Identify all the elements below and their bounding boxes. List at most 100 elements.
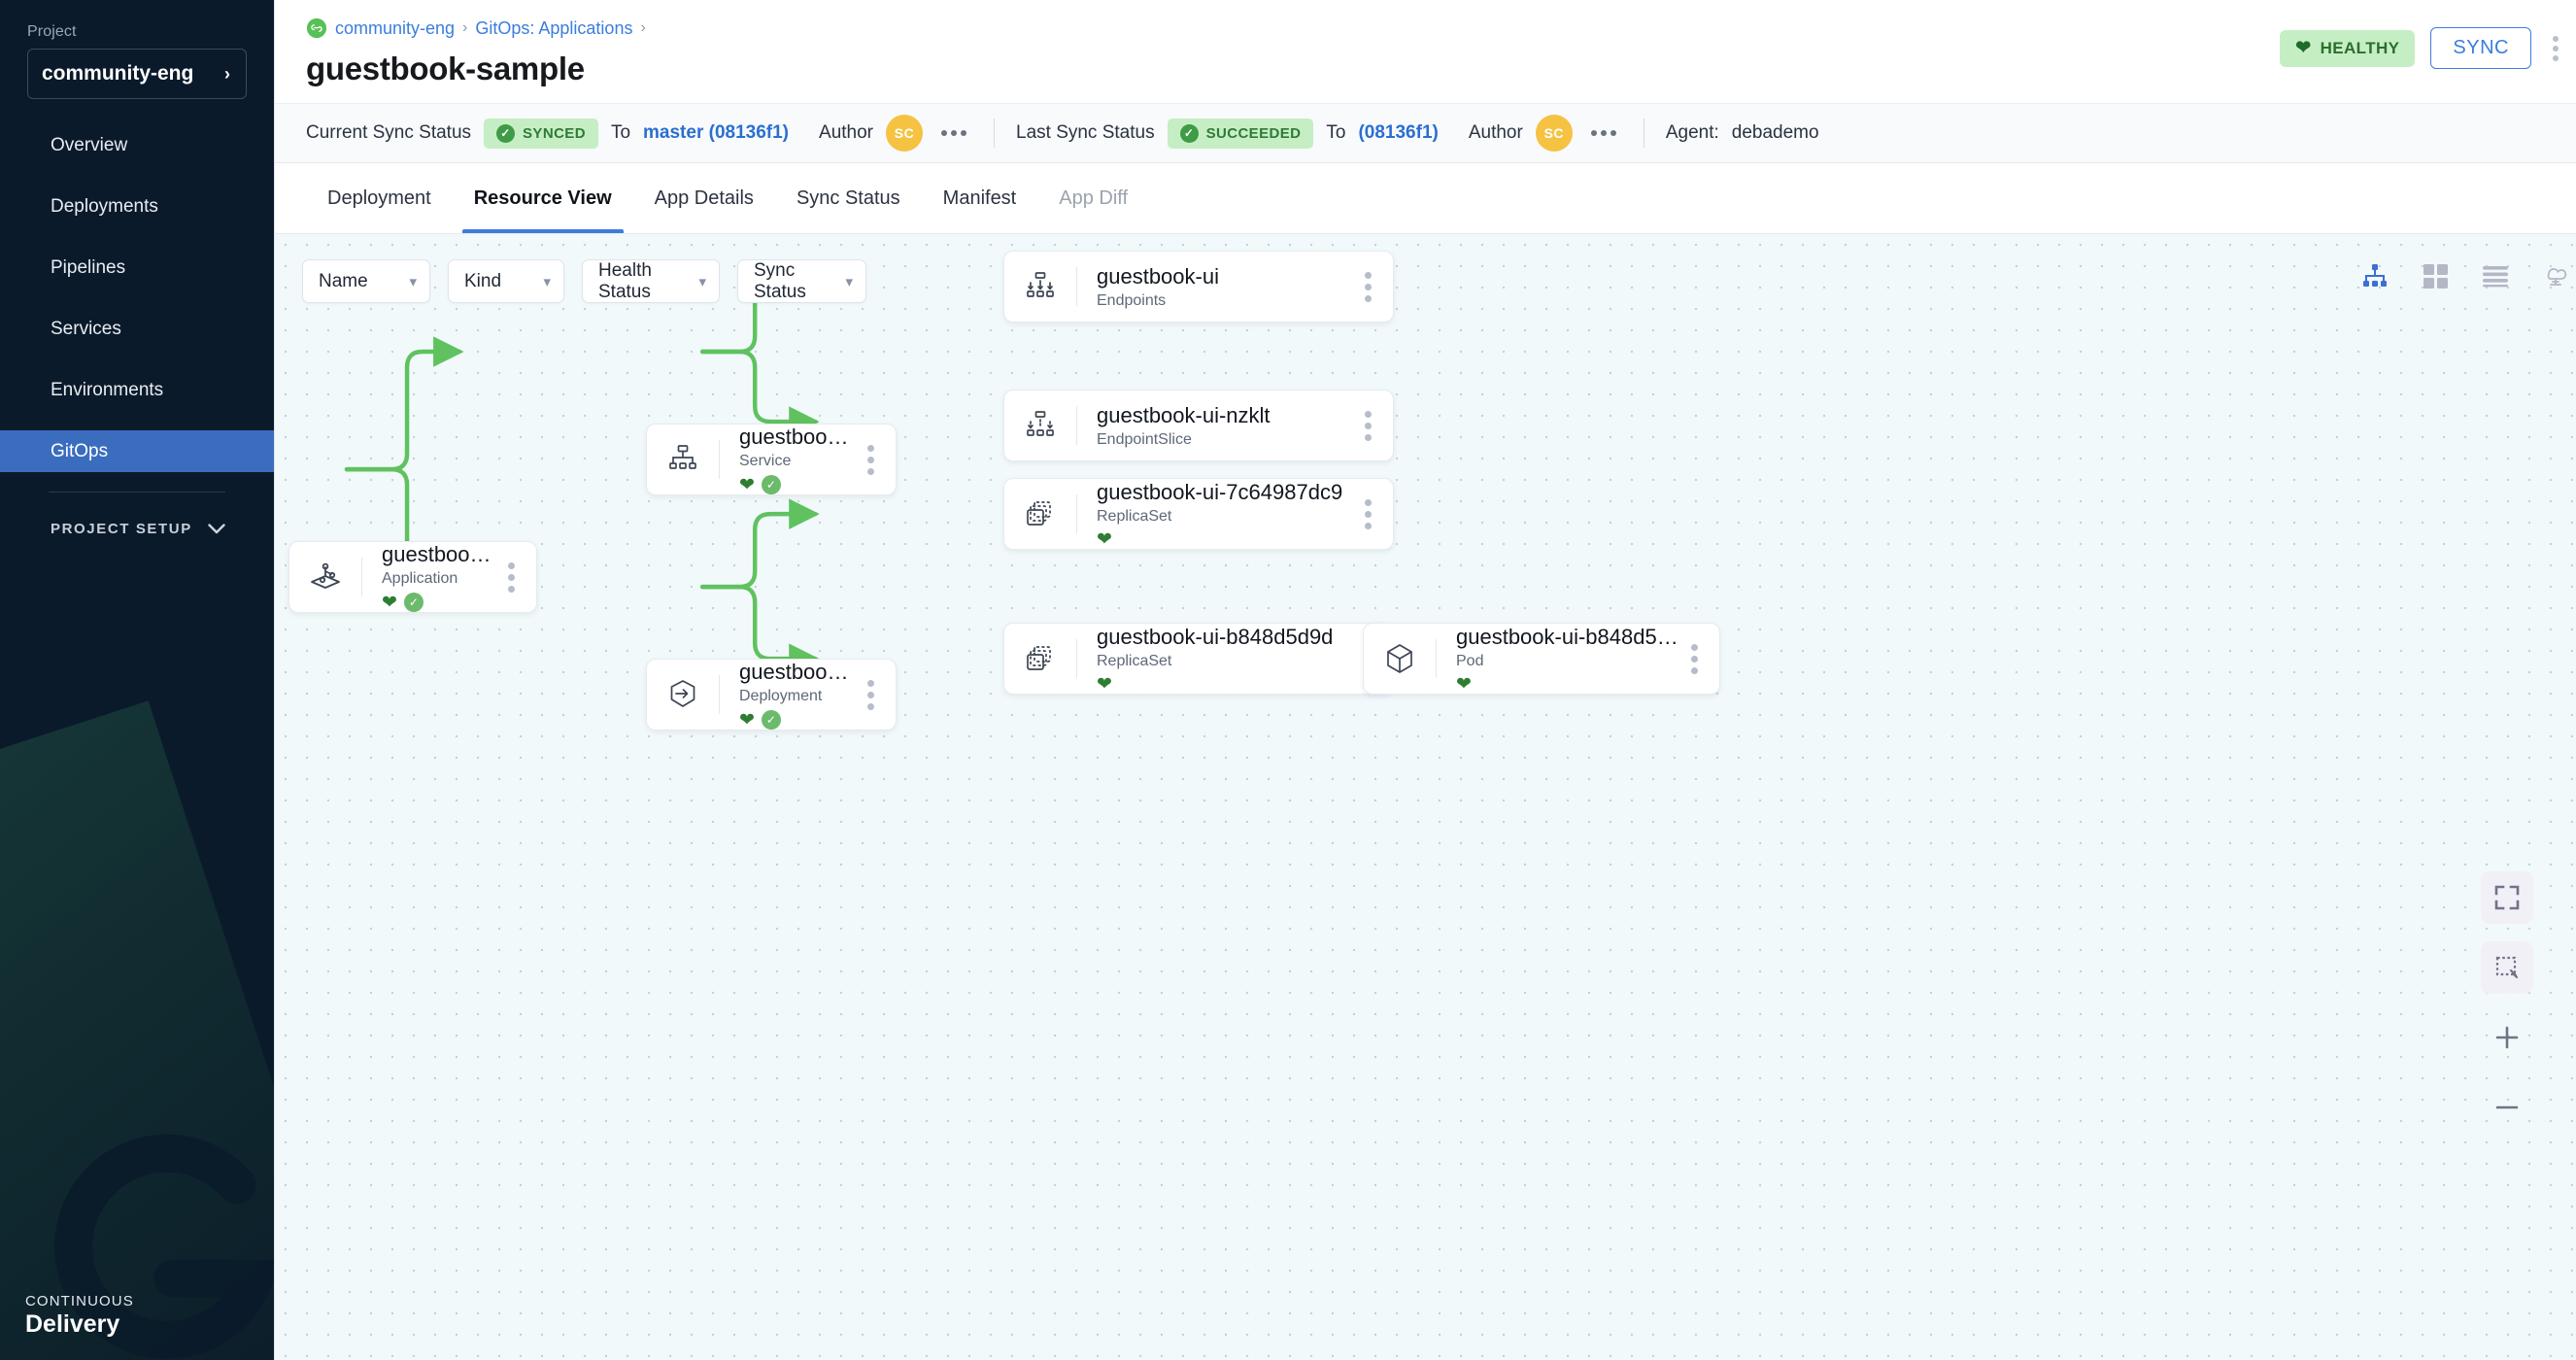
graph-node-endpoints[interactable]: guestbook-ui Endpoints xyxy=(1003,251,1394,323)
sync-status-bar: Current Sync Status ✓ SYNCED To master (… xyxy=(275,103,2576,163)
breadcrumb-separator-2: › xyxy=(640,19,646,36)
check-circle-icon: ✓ xyxy=(496,123,516,143)
node-kebab-vertical-icon[interactable] xyxy=(1355,271,1393,302)
sidebar-item-services[interactable]: Services xyxy=(51,318,121,339)
project-label: Project xyxy=(27,23,77,40)
sidebar-project-setup[interactable]: PROJECT SETUP xyxy=(0,514,274,543)
node-kebab-vertical-icon[interactable] xyxy=(1355,498,1393,529)
breadcrumb-separator: › xyxy=(462,19,468,36)
graph-node-replicaset-2[interactable]: guestbook-ui-b848d5d9d ReplicaSet ❤ xyxy=(1003,623,1394,695)
filter-name[interactable]: Name ▾ xyxy=(302,259,430,303)
last-sync-status-value: SUCCEEDED xyxy=(1205,124,1302,142)
breadcrumb-item-project[interactable]: community-eng xyxy=(335,17,456,38)
last-revision-link[interactable]: (08136f1) xyxy=(1358,122,1439,143)
node-kebab-vertical-icon[interactable] xyxy=(1355,410,1393,441)
last-kebab-horizontal-icon[interactable] xyxy=(1585,124,1622,142)
filter-name-label: Name xyxy=(319,270,368,291)
node-badges: ❤ ✓ xyxy=(739,710,858,730)
chevron-down-icon: ▾ xyxy=(409,273,417,290)
node-kebab-vertical-icon[interactable] xyxy=(858,679,896,710)
sidebar-item-overview[interactable]: Overview xyxy=(51,134,128,155)
sidebar-item-environments[interactable]: Environments xyxy=(51,379,164,400)
top-bar: community-eng › GitOps: Applications › g… xyxy=(275,0,2576,234)
sidebar-item-pipelines[interactable]: Pipelines xyxy=(51,256,126,278)
graph-node-pod[interactable]: guestbook-ui-b848d5d9… Pod ❤ xyxy=(1363,623,1720,695)
resource-graph-canvas[interactable]: Name ▾ Kind ▾ Health Status ▾ Sync Statu… xyxy=(275,234,2576,1360)
node-badges: ❤ ✓ xyxy=(382,593,498,612)
select-box-icon[interactable] xyxy=(2481,941,2533,994)
node-kebab-vertical-icon[interactable] xyxy=(1681,643,1719,674)
filter-kind-label: Kind xyxy=(464,270,502,291)
node-kind: ReplicaSet xyxy=(1097,507,1172,525)
last-author-label: Author xyxy=(1468,122,1523,143)
filter-health-status[interactable]: Health Status ▾ xyxy=(582,259,720,303)
node-name: guestbook-sample xyxy=(382,542,498,566)
fullscreen-icon[interactable] xyxy=(2481,871,2533,924)
status-divider-1 xyxy=(994,119,995,148)
pod-icon xyxy=(1364,641,1436,676)
heart-icon: ❤ xyxy=(1456,673,1472,695)
heart-icon: ❤ xyxy=(1097,528,1112,550)
check-circle-icon: ✓ xyxy=(761,710,781,730)
tab-resource-view[interactable]: Resource View xyxy=(453,163,633,233)
graph-node-application[interactable]: guestbook-sample Application ❤ ✓ xyxy=(288,541,537,613)
avatar[interactable]: SC xyxy=(886,115,923,152)
node-kebab-vertical-icon[interactable] xyxy=(858,444,896,475)
node-body: guestbook-ui Endpoints xyxy=(1077,264,1355,310)
tree-view-icon[interactable] xyxy=(2360,261,2390,290)
project-selector[interactable]: community-eng › xyxy=(27,49,247,99)
node-name: guestbook-ui-b848d5d9… xyxy=(1456,624,1681,649)
tab-sync-status[interactable]: Sync Status xyxy=(796,187,900,209)
zoom-out-icon[interactable] xyxy=(2481,1081,2533,1134)
filter-sync-status[interactable]: Sync Status ▾ xyxy=(737,259,866,303)
node-kebab-vertical-icon[interactable] xyxy=(498,561,536,593)
graph-node-service[interactable]: guestbook-ui Service ❤ ✓ xyxy=(646,424,897,495)
sidebar-item-gitops[interactable]: GitOps xyxy=(0,430,274,472)
last-sync-status-label: Last Sync Status xyxy=(1016,122,1155,143)
sync-button[interactable]: SYNC xyxy=(2430,27,2531,69)
sidebar-item-deployments[interactable]: Deployments xyxy=(51,195,158,217)
replicaset-icon xyxy=(1004,642,1076,675)
grid-view-icon[interactable] xyxy=(2421,261,2450,290)
endpointslice-icon xyxy=(1004,409,1076,442)
avatar-2[interactable]: SC xyxy=(1535,115,1573,152)
node-divider xyxy=(1076,406,1077,445)
tab-app-diff: App Diff xyxy=(1059,187,1129,209)
breadcrumb-item-applications[interactable]: GitOps: Applications xyxy=(475,17,633,38)
current-kebab-horizontal-icon[interactable] xyxy=(935,124,972,142)
node-name: guestbook-ui-nzklt xyxy=(1097,402,1271,427)
endpoints-icon xyxy=(1004,270,1076,303)
zoom-in-icon[interactable] xyxy=(2481,1011,2533,1064)
graph-node-deployment[interactable]: guestbook-ui Deployment ❤ ✓ xyxy=(646,659,897,731)
header-left: community-eng › GitOps: Applications › g… xyxy=(275,17,646,87)
canvas-zoom-controls xyxy=(2481,871,2533,1134)
heart-icon: ❤ xyxy=(739,709,755,731)
tab-deployment[interactable]: Deployment xyxy=(327,187,431,209)
list-view-icon[interactable] xyxy=(2481,261,2510,290)
graph-node-endpointslice[interactable]: guestbook-ui-nzklt EndpointSlice xyxy=(1003,390,1394,461)
current-revision-link[interactable]: master (08136f1) xyxy=(643,122,790,143)
header-kebab-vertical-icon[interactable] xyxy=(2547,32,2564,65)
header-actions: ❤ HEALTHY SYNC xyxy=(2280,17,2576,69)
network-view-icon[interactable] xyxy=(2541,261,2570,290)
current-author-label: Author xyxy=(819,122,873,143)
current-to-label: To xyxy=(610,122,631,143)
node-badges: ❤ xyxy=(1097,530,1355,549)
sidebar: Project community-eng › Overview Deploym… xyxy=(0,0,275,1360)
filter-health-label: Health Status xyxy=(598,259,652,302)
graph-node-replicaset-1[interactable]: guestbook-ui-7c64987dc9 ReplicaSet ❤ xyxy=(1003,478,1394,550)
brand-logo: CONTINUOUS Delivery xyxy=(25,1293,134,1339)
brand-line-2: Delivery xyxy=(25,1310,120,1338)
tab-app-details[interactable]: App Details xyxy=(654,187,754,209)
chevron-down-icon: ▾ xyxy=(543,273,551,290)
current-sync-status-value: SYNCED xyxy=(523,124,586,142)
project-name: community-eng xyxy=(42,62,194,85)
heart-icon: ❤ xyxy=(382,592,397,613)
chevron-down-icon xyxy=(208,523,225,533)
filter-kind[interactable]: Kind ▾ xyxy=(448,259,564,303)
agent-value: debademo xyxy=(1731,122,1819,143)
replicaset-icon xyxy=(1004,497,1076,530)
tab-manifest[interactable]: Manifest xyxy=(942,187,1017,209)
current-sync-status-group: Current Sync Status ✓ SYNCED To master (… xyxy=(306,115,972,152)
